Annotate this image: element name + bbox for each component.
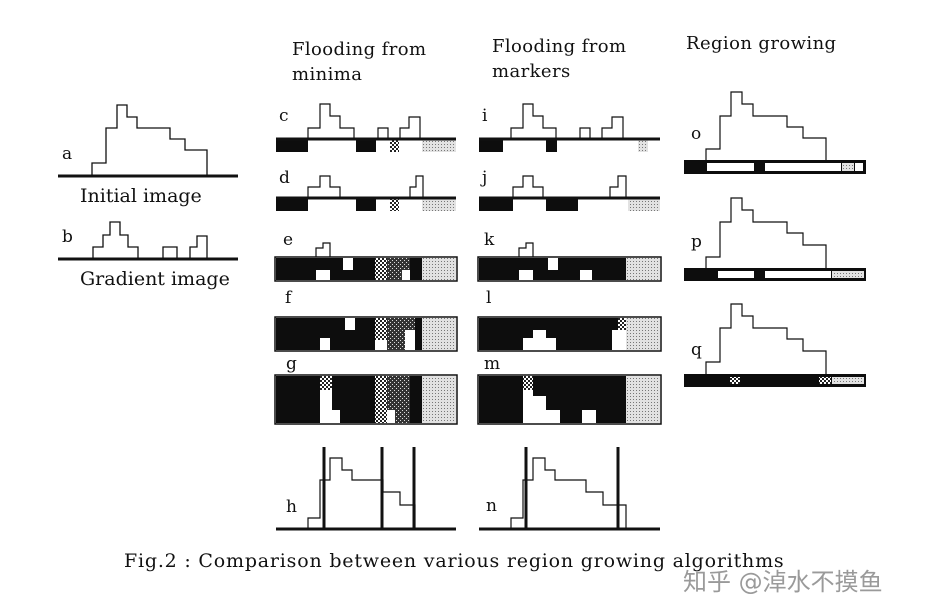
panel-label-h: h [286,497,297,517]
panel-q [684,303,866,387]
heading-line-1: Flooding from [492,36,627,57]
panel-label-p: p [691,232,702,252]
heading-flooding-from-minima: Flooding from minima [292,37,426,87]
watermark: 知乎 @淖水不摸鱼 [683,568,883,596]
caption-gradient-image: Gradient image [80,268,230,290]
panel-n [479,447,660,531]
panel-m [477,374,662,425]
panel-label-g: g [286,354,297,374]
panel-g [274,374,458,425]
caption-initial-image: Initial image [80,185,202,207]
heading-line-1: Flooding from [292,39,427,60]
panel-label-m: m [484,354,501,374]
panel-d [276,175,456,211]
panel-b-gradient-image [58,221,238,261]
figure-caption: Fig.2 : Comparison between various regio… [124,550,785,572]
panel-label-l: l [486,288,492,308]
panel-f [274,316,458,352]
heading-line-2: markers [492,61,571,82]
heading-region-growing: Region growing [686,33,837,54]
panel-h [276,447,456,531]
heading-line-2: minima [292,64,363,85]
panel-label-a: a [62,144,73,164]
panel-c [276,103,456,152]
panel-label-k: k [484,230,495,250]
panel-l [477,316,662,352]
panel-label-j: j [482,168,488,188]
panel-label-f: f [285,288,292,308]
panel-label-d: d [279,168,290,188]
panel-p [684,197,866,281]
panel-a-initial-image [58,104,238,178]
panel-j [479,175,660,211]
panel-label-c: c [279,106,289,126]
panel-e [274,242,458,282]
panel-label-i: i [482,106,488,126]
panel-label-n: n [486,496,497,516]
panel-label-e: e [283,230,294,250]
panel-k [477,242,662,282]
panel-o [684,91,866,174]
panel-label-b: b [62,227,73,247]
heading-flooding-from-markers: Flooding from markers [492,34,626,84]
panel-i [479,103,660,152]
panel-label-o: o [691,124,702,144]
panel-label-q: q [691,340,702,360]
